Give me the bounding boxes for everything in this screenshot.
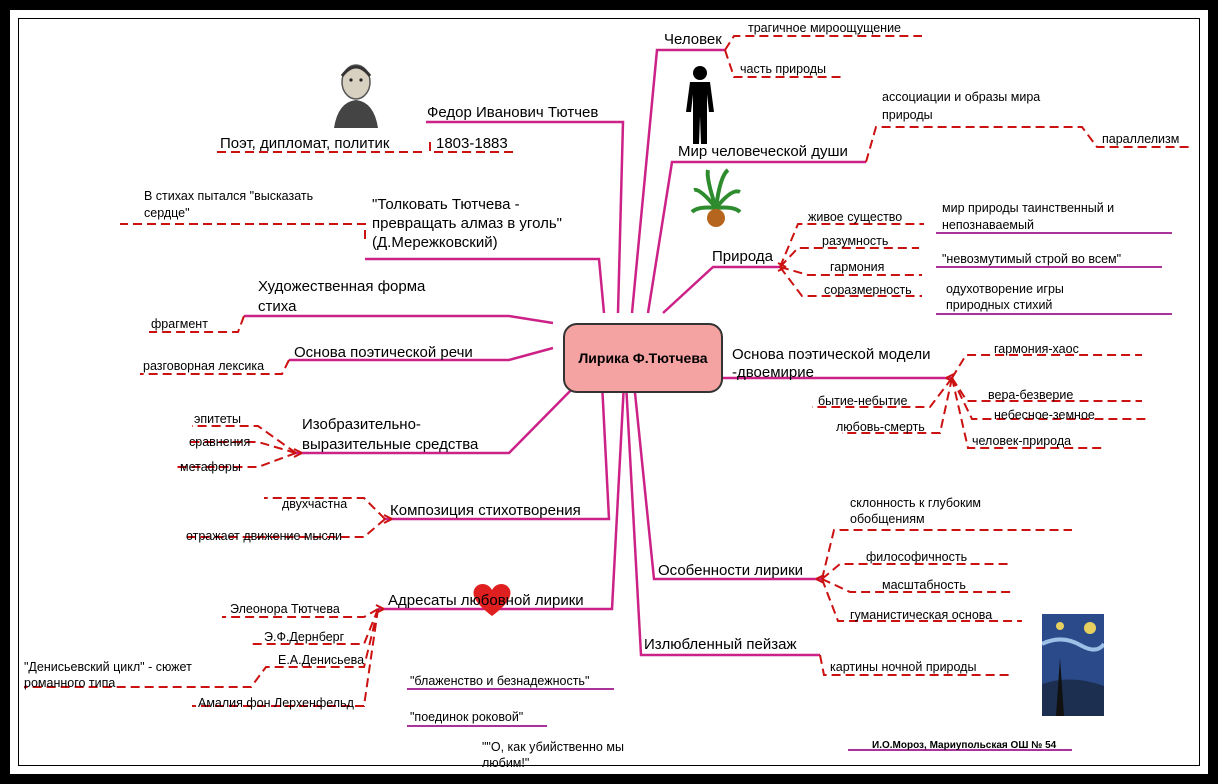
branch-line-nature: [662, 265, 780, 314]
human-figure-icon: [680, 64, 720, 146]
node-love-quote-1: "блаженство и безнадежность": [410, 674, 590, 688]
node-cycle-2: романного типа: [24, 676, 116, 690]
node-quote-3: (Д.Мережковский): [372, 234, 498, 251]
node-landscape-sub: картины ночной природы: [830, 660, 977, 674]
node-human-sub-1: трагичное мироощущение: [748, 21, 902, 35]
plant-icon: [690, 168, 742, 228]
node-soul-sub-2: природы: [882, 108, 933, 122]
node-quote-note-2: сердце": [144, 206, 190, 220]
node-love-quote-3a: ""О, как убийственно мы: [482, 740, 624, 754]
node-features-sub-4: гуманистическая основа: [850, 608, 993, 622]
mindmap-canvas: Лирика Ф.Тютчева Федор Иванович Тютчев П…: [10, 10, 1208, 774]
node-means-sub-1: эпитеты: [194, 412, 241, 426]
node-nature: Природа: [712, 248, 773, 265]
node-nature-sub-4: соразмерность: [824, 283, 912, 297]
node-means-sub-2: сравнения: [189, 435, 251, 449]
node-form-sub: фрагмент: [151, 317, 208, 331]
center-node: Лирика Ф.Тютчева: [563, 323, 723, 393]
node-love-quote-3b: любим!": [482, 756, 530, 770]
node-addressee-3: Е.А.Денисьева: [278, 653, 365, 667]
node-soul: Мир человеческой души: [678, 143, 848, 160]
node-quote-note-1: В стихах пытался "высказать: [144, 189, 314, 203]
node-model-1: Основа поэтической модели: [732, 346, 931, 363]
node-addressees: Адресаты любовной лирики: [388, 592, 584, 609]
branch-line-composition: [385, 382, 611, 521]
node-model-sub-4: человек-природа: [972, 434, 1072, 448]
node-model-sub-1: гармония-хаос: [994, 342, 1079, 356]
node-means-1: Изобразительно-: [302, 416, 421, 433]
branch-line-means: [296, 382, 579, 455]
connector-lines: [24, 35, 1192, 751]
node-landscape: Излюбленный пейзаж: [644, 636, 797, 653]
branch-line-quote: [365, 257, 606, 314]
node-roles: Поэт, дипломат, политик: [220, 135, 390, 152]
branch-line-name: [426, 120, 625, 314]
portrait-image: [328, 56, 384, 128]
node-nature-sub-1: живое существо: [808, 210, 903, 224]
node-nature-sub-3: гармония: [830, 260, 885, 274]
node-years: 1803-1883: [436, 135, 508, 152]
node-composition-sub-2: отражает движение мысли: [186, 529, 342, 543]
branch-line-human: [630, 48, 725, 314]
node-nature-note-2: "невозмутимый строй во всем": [942, 252, 1122, 266]
node-soul-sub-1: ассоциации и образы мира: [882, 90, 1041, 104]
node-name: Федор Иванович Тютчев: [427, 104, 599, 121]
node-model-sub-3: небесное-земное: [994, 408, 1095, 422]
node-soul-sub-3: параллелизм: [1102, 132, 1180, 146]
node-speech-sub: разговорная лексика: [143, 359, 265, 373]
node-features-sub-3: масштабность: [882, 578, 966, 592]
author-credit: И.О.Мороз, Мариупольская ОШ № 54: [872, 740, 1057, 751]
node-nature-note-3a: одухотворение игры: [946, 282, 1064, 296]
branch-line-addressees: [378, 382, 626, 611]
node-addressee-4: Амалия фон Лерхенфельд: [198, 696, 354, 710]
node-quote-2: превращать алмаз в уголь": [372, 215, 562, 232]
node-nature-note-3b: природных стихий: [946, 298, 1053, 312]
branch-line-speech: [289, 346, 554, 362]
starry-night-image: [1041, 614, 1106, 716]
node-features-sub-1a: склонность к глубоким: [850, 496, 982, 510]
node-composition-sub-1: двухчастна: [282, 497, 348, 511]
node-nature-note-1b: непознаваемый: [942, 218, 1034, 232]
heart-icon: [472, 582, 512, 618]
node-nature-note-1a: мир природы таинственный и: [942, 201, 1115, 215]
node-model-2: -двоемирие: [732, 364, 814, 381]
node-speech: Основа поэтической речи: [294, 344, 473, 361]
node-features: Особенности лирики: [658, 562, 804, 579]
node-model-sub-6: любовь-смерть: [836, 420, 925, 434]
node-love-quote-2: "поединок роковой": [410, 710, 524, 724]
branch-line-form: [244, 314, 554, 325]
node-means-2: выразительные средства: [302, 436, 479, 453]
node-form-1: Художественная форма: [258, 278, 426, 295]
node-means-sub-3: метафоры: [180, 460, 241, 474]
node-features-sub-2: философичность: [866, 550, 968, 564]
node-model-sub-5: бытие-небытие: [818, 394, 908, 408]
node-model-sub-2: вера-безверие: [988, 388, 1074, 402]
node-human: Человек: [664, 31, 722, 48]
node-addressee-2: Э.Ф.Дернберг: [264, 630, 345, 644]
node-features-sub-1b: обобщениям: [850, 512, 925, 526]
node-cycle-1: "Денисьевский цикл" - сюжет: [24, 660, 192, 674]
branch-line-features: [632, 382, 822, 581]
node-composition: Композиция стихотворения: [390, 502, 581, 519]
node-form-2: стиха: [258, 298, 297, 315]
node-nature-sub-2: разумность: [822, 234, 889, 248]
node-addressee-1: Элеонора Тютчева: [230, 602, 340, 616]
node-human-sub-2: часть природы: [740, 62, 827, 76]
branch-line-soul: [646, 160, 866, 314]
branch-line-landscape: [624, 382, 820, 657]
node-quote-1: "Толковать Тютчева -: [372, 196, 520, 213]
